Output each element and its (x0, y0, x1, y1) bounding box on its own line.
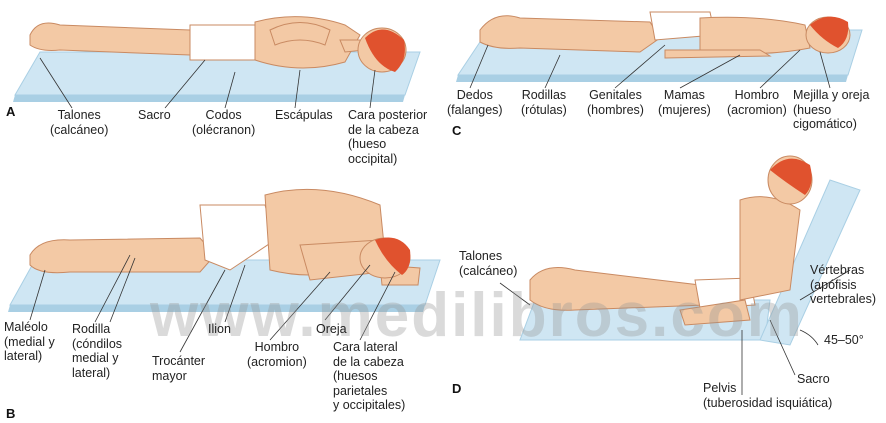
label-scapulae-a: Escápulas (275, 108, 333, 123)
label-occiput-a: Cara posterior de la cabeza (hueso occip… (348, 108, 427, 166)
label-sacrum-a: Sacro (138, 108, 171, 123)
label-heels-d: Talones (calcáneo) (459, 249, 517, 278)
mattress-a-side (13, 95, 405, 102)
panel-c-illustration (456, 12, 862, 82)
label-ilium-b: Ilion (208, 322, 231, 337)
label-ear-b: Oreja (316, 322, 347, 337)
panel-c-letter: C (452, 123, 461, 138)
label-malleolus-b: Maléolo (medial y lateral) (4, 320, 55, 364)
panel-a-illustration (13, 17, 420, 102)
panel-b-letter: B (6, 406, 15, 421)
label-knee-b: Rodilla (cóndilos medial y lateral) (72, 322, 122, 380)
label-vertebrae-d: Vértebras (apófisis vertebrales) (810, 263, 876, 307)
label-genitals-c: Genitales (hombres) (587, 88, 644, 117)
label-shoulder-b: Hombro (acromion) (247, 340, 307, 369)
label-knees-c: Rodillas (rótulas) (521, 88, 567, 117)
label-trochanter-b: Trocánter mayor (152, 354, 205, 383)
label-sacrum-d: Sacro (797, 372, 830, 387)
mattress-c-side (456, 75, 848, 82)
label-angle-d: 45–50° (824, 333, 864, 348)
panel-d-letter: D (452, 381, 461, 396)
label-elbows-a: Codos (olécranon) (192, 108, 255, 137)
label-lateral-head-b: Cara lateral de la cabeza (huesos pariet… (333, 340, 405, 413)
label-toes-c: Dedos (falanges) (447, 88, 503, 117)
label-cheek-ear-c: Mejilla y oreja (hueso cigomático) (793, 88, 869, 132)
label-breasts-c: Mamas (mujeres) (658, 88, 711, 117)
panel-a-letter: A (6, 104, 15, 119)
label-heels-a: Talones (calcáneo) (50, 108, 108, 137)
label-shoulder-c: Hombro (acromion) (727, 88, 787, 117)
